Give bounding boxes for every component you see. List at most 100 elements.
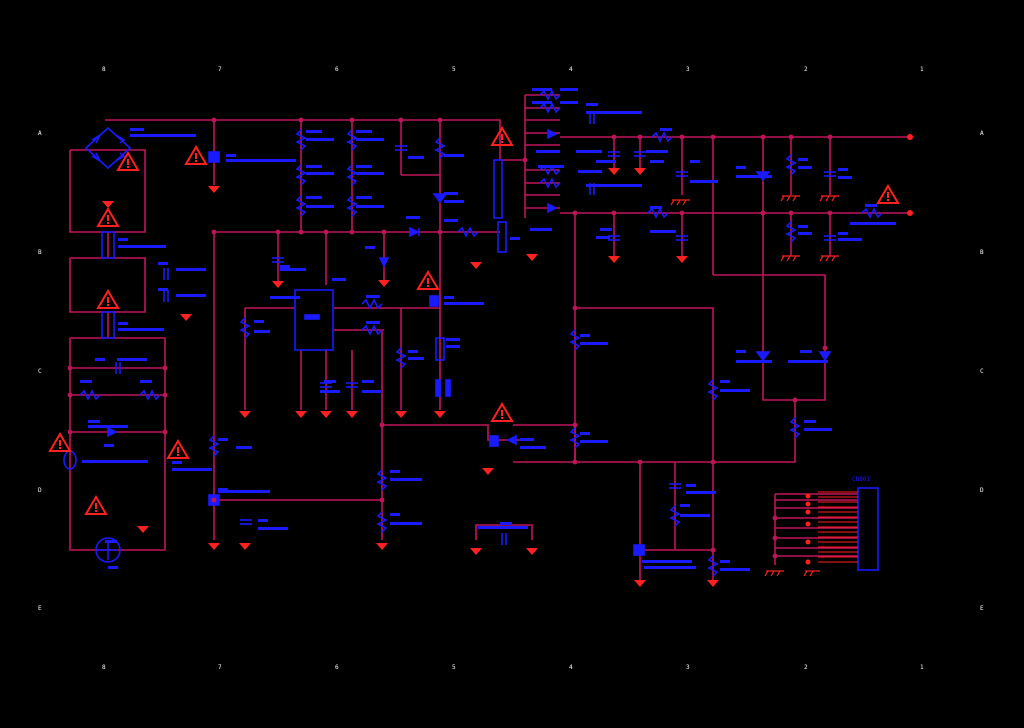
reference-label-mark: [390, 522, 422, 525]
reference-label-mark: [736, 350, 746, 353]
reference-label-mark: [586, 111, 642, 114]
ground-arrow-icon: [378, 280, 390, 287]
reference-label-mark: [446, 338, 460, 341]
reference-label-mark: [804, 420, 816, 423]
reference-label-mark: [798, 225, 808, 228]
reference-label-mark: [560, 88, 578, 91]
component-symbols: [63, 89, 883, 577]
reference-label-mark: [356, 196, 372, 199]
border-column-label: 8: [102, 66, 106, 73]
border-row-label: C: [38, 368, 42, 375]
border-column-label: 8: [102, 664, 106, 671]
reference-label-mark: [366, 295, 380, 298]
reference-label-mark: [258, 527, 288, 530]
reference-label-mark: [118, 245, 166, 248]
reference-label-mark: [117, 358, 147, 361]
ground-arrow-icon: [434, 411, 446, 418]
border-row-label: E: [980, 605, 984, 612]
border-column-label: 4: [569, 664, 573, 671]
reference-label-mark: [596, 160, 616, 163]
reference-label-mark: [642, 560, 692, 563]
reference-label-mark: [218, 490, 270, 493]
ground-arrow-icon: [239, 543, 251, 550]
reference-label-mark: [660, 128, 672, 131]
border-column-label: 6: [335, 66, 339, 73]
resistor-h-group: [79, 89, 883, 401]
reference-label-mark: [578, 170, 602, 173]
ground-arrow-icon: [470, 262, 482, 269]
reference-label-mark: [478, 526, 528, 529]
reference-label-mark: [600, 228, 612, 231]
reference-label-mark: [736, 166, 746, 169]
reference-label-mark: [838, 176, 852, 179]
border-column-label: 5: [452, 66, 456, 73]
border-column-label: 2: [804, 66, 808, 73]
reference-label-mark: [390, 478, 422, 481]
ground-arrow-icon: [272, 281, 284, 288]
reference-label-mark: [390, 470, 400, 473]
reference-label-mark: [172, 461, 182, 464]
reference-label-mark: [218, 438, 228, 441]
reference-label-mark: [444, 219, 458, 222]
reference-label-mark: [320, 390, 340, 393]
warning-triangle-icon: [490, 402, 514, 422]
reference-label-mark: [532, 88, 552, 91]
reference-label-mark: [118, 322, 128, 325]
reference-label-mark: [644, 566, 696, 569]
reference-label-mark: [686, 491, 716, 494]
capacitor-group: [115, 112, 836, 545]
border-column-label: 5: [452, 664, 456, 671]
connector-ref-label: CN801: [852, 476, 871, 483]
reference-label-mark: [88, 420, 100, 423]
reference-label-mark: [520, 446, 546, 449]
reference-label-mark: [650, 230, 676, 233]
reference-label-mark: [720, 560, 730, 563]
transformer-primary: [493, 159, 503, 219]
reference-label-mark: [650, 160, 664, 163]
ground-symbols: [102, 168, 719, 587]
reference-label-mark: [130, 128, 144, 131]
border-row-label: C: [980, 368, 984, 375]
ground-arrow-icon: [239, 411, 251, 418]
border-row-label: A: [38, 130, 42, 137]
reference-label-mark: [306, 138, 334, 141]
ground-arrow-icon: [470, 548, 482, 555]
reference-label-mark: [356, 165, 372, 168]
reference-label-mark: [408, 156, 424, 159]
reference-label-mark: [176, 294, 206, 297]
reference-label-mark: [390, 513, 400, 516]
border-column-label: 1: [920, 66, 924, 73]
reference-label-mark: [520, 438, 534, 441]
reference-label-mark: [118, 238, 128, 241]
ground-arrow-icon: [482, 468, 494, 475]
reference-label-mark: [140, 380, 152, 383]
reference-label-mark: [736, 360, 772, 363]
reference-label-mark: [408, 350, 418, 353]
ground-arrow-icon: [180, 314, 192, 321]
reference-label-mark: [446, 345, 460, 348]
ground-arrow-icon: [208, 543, 220, 550]
border-column-label: 3: [686, 66, 690, 73]
reference-label-mark: [720, 380, 730, 383]
reference-label-mark: [838, 168, 848, 171]
reference-label-mark: [596, 236, 610, 239]
border-column-label: 7: [218, 66, 222, 73]
reference-label-mark: [736, 175, 772, 178]
border-column-label: 2: [804, 664, 808, 671]
ground-arrow-icon: [608, 256, 620, 263]
warning-triangle-icon: [184, 145, 208, 165]
ground-arrow-icon: [526, 254, 538, 261]
reference-label-mark: [408, 357, 424, 360]
reference-label-mark: [226, 154, 236, 157]
reference-label-mark: [804, 428, 832, 431]
warning-triangle-icon: [166, 439, 190, 459]
reference-label-mark: [236, 446, 252, 449]
reference-label-mark: [280, 265, 290, 268]
reference-label-mark: [218, 488, 228, 491]
ground-arrow-icon: [608, 168, 620, 175]
reference-label-mark: [530, 228, 552, 231]
pwm-controller-ic: [294, 289, 334, 351]
resistor-group: [208, 129, 801, 577]
reference-label-mark: [690, 180, 718, 183]
